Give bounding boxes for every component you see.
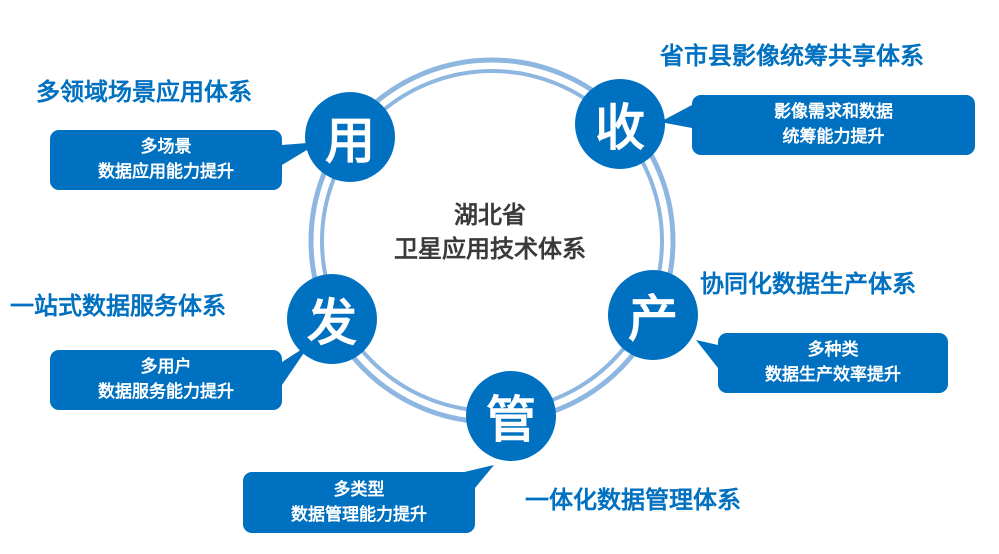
pointer-shou — [660, 105, 692, 128]
node-shou: 收 — [575, 79, 665, 169]
box-yong-line1: 多场景 — [140, 137, 192, 157]
box-shou-line2: 统筹能力提升 — [782, 127, 885, 147]
title-fa: 一站式数据服务体系 — [10, 292, 226, 320]
node-fa: 发 — [287, 274, 377, 364]
box-fa-line1: 多用户 — [140, 357, 192, 377]
title-chan: 协同化数据生产体系 — [700, 270, 916, 298]
box-yong: 多场景 数据应用能力提升 — [50, 130, 282, 190]
box-guan-line2: 数据管理能力提升 — [291, 504, 427, 525]
center-title-line1: 湖北省 — [454, 201, 526, 229]
box-fa-line2: 数据服务能力提升 — [98, 382, 234, 402]
title-yong: 多领域场景应用体系 — [36, 78, 252, 106]
box-yong-line2: 数据应用能力提升 — [98, 162, 234, 182]
title-guan: 一体化数据管理体系 — [525, 486, 741, 514]
center-title-line2: 卫星应用技术体系 — [394, 235, 586, 263]
box-guan-line1: 多类型 — [333, 479, 385, 500]
center-title: 湖北省 卫星应用技术体系 — [390, 198, 590, 266]
box-shou: 影像需求和数据 统筹能力提升 — [692, 95, 975, 155]
box-shou-line1: 影像需求和数据 — [774, 102, 893, 122]
pointer-guan — [460, 465, 494, 488]
box-guan: 多类型 数据管理能力提升 — [243, 472, 475, 533]
node-guan: 管 — [466, 371, 556, 461]
pointer-fa — [282, 344, 310, 385]
box-chan-line2: 数据生产效率提升 — [765, 365, 901, 385]
node-chan: 产 — [608, 270, 698, 360]
box-chan: 多种类 数据生产效率提升 — [718, 333, 948, 393]
box-chan-line1: 多种类 — [807, 340, 859, 360]
pointer-chan — [696, 340, 718, 368]
title-shou: 省市县影像统筹共享体系 — [660, 42, 924, 70]
box-fa: 多用户 数据服务能力提升 — [50, 350, 282, 410]
node-yong: 用 — [305, 92, 395, 182]
